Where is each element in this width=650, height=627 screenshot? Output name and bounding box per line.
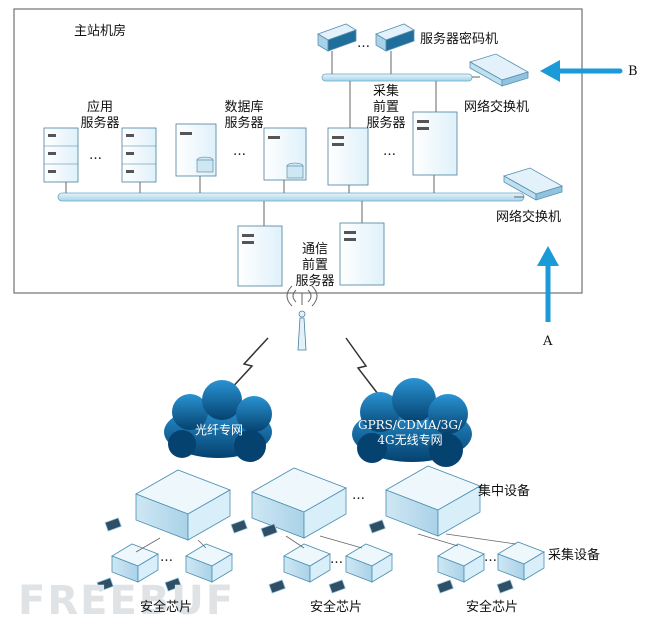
app-server-1 bbox=[43, 127, 79, 183]
acquisition-server-label: 采集前置服务器 bbox=[366, 84, 406, 131]
chip-icon bbox=[268, 579, 286, 594]
arrow-b-label: B bbox=[628, 64, 638, 79]
app-ellipsis: … bbox=[89, 148, 102, 163]
lightning-left-icon bbox=[227, 337, 269, 393]
watermark: FREEBUF bbox=[18, 578, 236, 624]
db-server-label: 数据库服务器 bbox=[224, 100, 264, 131]
network-switch-mid bbox=[502, 167, 564, 201]
connection-lines bbox=[65, 51, 524, 305]
chip-icon bbox=[368, 519, 386, 534]
collector-ellipsis-2: … bbox=[330, 552, 343, 567]
device-links bbox=[135, 533, 517, 553]
db-ellipsis: … bbox=[233, 144, 246, 159]
arrow-a-label: A bbox=[543, 334, 553, 349]
crypto-label: 服务器密码机 bbox=[420, 32, 499, 47]
arrow-b bbox=[540, 60, 623, 82]
collector-ellipsis-1: … bbox=[160, 550, 173, 565]
chip-label-2: 安全芯片 bbox=[310, 600, 363, 615]
chip-icon bbox=[496, 579, 514, 594]
chip-icon bbox=[96, 577, 114, 592]
collector-2 bbox=[185, 543, 233, 583]
arrow-a bbox=[537, 246, 559, 322]
chip-icon bbox=[260, 523, 278, 538]
chip-label-3: 安全芯片 bbox=[466, 600, 519, 615]
switch-mid-label: 网络交换机 bbox=[496, 210, 562, 225]
network-switch-top bbox=[468, 53, 530, 87]
antenna-icon bbox=[286, 285, 318, 351]
collector-4 bbox=[345, 543, 393, 583]
fiber-cloud bbox=[164, 380, 272, 462]
main-bus bbox=[57, 192, 525, 202]
comm-server-1 bbox=[237, 225, 283, 287]
app-server-2 bbox=[121, 127, 157, 183]
collector-label: 采集设备 bbox=[548, 548, 601, 563]
top-bus bbox=[321, 73, 473, 82]
comm-server-label: 通信前置服务器 bbox=[295, 242, 335, 289]
concentrator-ellipsis: … bbox=[352, 488, 365, 503]
collector-3 bbox=[283, 543, 331, 583]
lightning-right-icon bbox=[345, 337, 379, 395]
chip-icon bbox=[328, 579, 346, 594]
chip-icon bbox=[164, 577, 182, 592]
chip-icon bbox=[436, 579, 454, 594]
concentrator-3 bbox=[385, 465, 481, 537]
chip-icon bbox=[230, 519, 248, 534]
comm-server-2 bbox=[339, 222, 385, 286]
main-room-label: 主站机房 bbox=[74, 24, 127, 39]
crypto-machine-1 bbox=[317, 23, 357, 52]
app-server-label: 应用服务器 bbox=[80, 100, 120, 131]
collector-1 bbox=[111, 543, 159, 583]
collector-6 bbox=[497, 541, 545, 581]
fiber-network-label: 光纤专网 bbox=[194, 423, 243, 437]
wireless-network-label: GPRS/CDMA/3G/4G无线专网 bbox=[357, 418, 463, 447]
crypto-ellipsis: … bbox=[357, 36, 370, 51]
database-server-1 bbox=[175, 123, 217, 177]
acquisition-server-2 bbox=[412, 111, 458, 176]
collector-devices bbox=[111, 541, 545, 583]
collector-ellipsis-3: … bbox=[484, 550, 497, 565]
concentrator-2 bbox=[251, 467, 347, 539]
concentrator-label: 集中设备 bbox=[478, 484, 531, 499]
acq-ellipsis: … bbox=[383, 144, 396, 159]
chip-label-1: 安全芯片 bbox=[140, 600, 193, 615]
security-chips bbox=[96, 517, 514, 594]
wireless-cloud bbox=[352, 378, 472, 467]
database-server-2 bbox=[263, 127, 307, 181]
acquisition-server-1 bbox=[327, 127, 369, 186]
switch-top-label: 网络交换机 bbox=[464, 100, 530, 115]
chip-icon bbox=[104, 517, 122, 532]
concentrator-1 bbox=[135, 469, 231, 541]
main-room-frame bbox=[13, 8, 583, 294]
crypto-machine-2 bbox=[375, 23, 415, 52]
collector-5 bbox=[437, 543, 485, 583]
